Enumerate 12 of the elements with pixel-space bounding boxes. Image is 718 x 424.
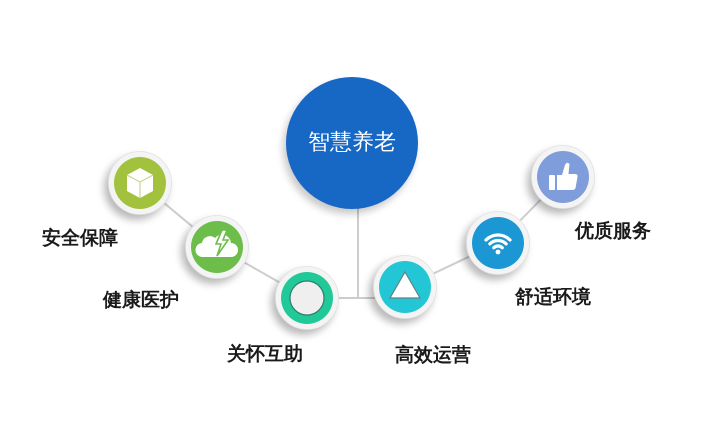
- connector-line: [357, 208, 375, 299]
- connector-line: [520, 199, 542, 221]
- node-label: 舒适环境: [515, 287, 591, 309]
- node-label: 关怀互助: [227, 344, 303, 366]
- connector-line: [434, 256, 470, 274]
- hub-label: 智慧养老: [308, 130, 396, 156]
- node-label: 健康医护: [103, 290, 179, 312]
- connector-line: [164, 202, 194, 228]
- connector-line: [244, 262, 280, 284]
- node-label: 安全保障: [42, 228, 118, 250]
- node-label: 优质服务: [575, 221, 651, 243]
- node-label: 高效运营: [395, 345, 471, 367]
